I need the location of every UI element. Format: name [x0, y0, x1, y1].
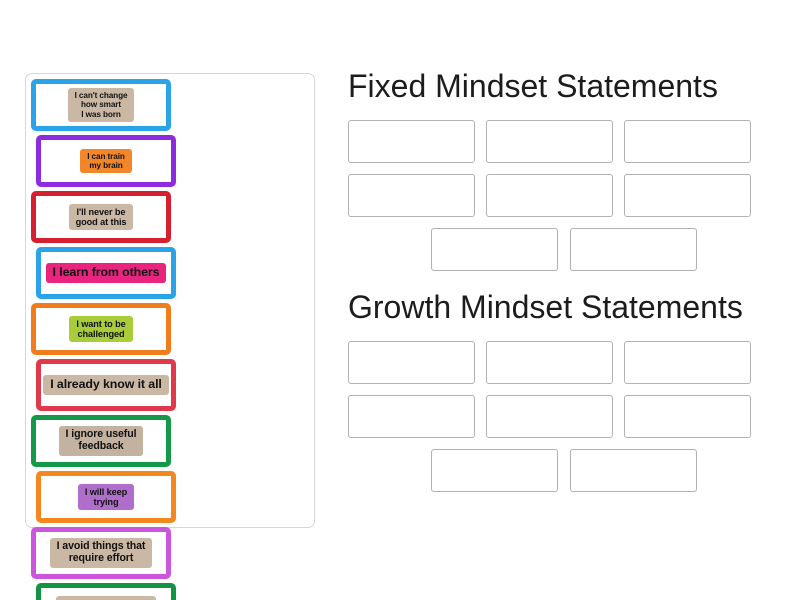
statement-tile[interactable]: I already know it all — [36, 359, 176, 411]
category-title-growth: Growth Mindset Statements — [348, 288, 743, 325]
category-panels: Fixed Mindset Statements Growth Mindset … — [348, 68, 780, 503]
drop-zone[interactable] — [624, 340, 751, 384]
drop-zone-row — [348, 227, 780, 271]
statement-tile-label: Mistakes are bad soI avoid them — [56, 595, 156, 600]
statement-tile[interactable]: Mistakes are bad soI avoid them — [36, 583, 176, 600]
drop-zone-row — [348, 173, 780, 217]
category-title-fixed: Fixed Mindset Statements — [348, 68, 718, 104]
drop-zone-row — [348, 448, 780, 492]
statement-tile-label: I already know it all — [43, 375, 169, 395]
drop-zone[interactable] — [431, 227, 558, 271]
drop-zone[interactable] — [348, 394, 475, 438]
category-fixed-mindset: Fixed Mindset Statements — [348, 68, 780, 271]
drop-zone[interactable] — [486, 119, 613, 163]
drop-zone-row — [348, 119, 780, 163]
statement-tile-label: I learn from others — [45, 263, 167, 283]
drop-zone-row — [348, 394, 780, 438]
category-growth-mindset: Growth Mindset Statements — [348, 289, 780, 492]
drop-zone[interactable] — [570, 448, 697, 492]
drop-zone-group-growth[interactable] — [348, 340, 780, 492]
drop-zone[interactable] — [431, 448, 558, 492]
drop-zone[interactable] — [348, 340, 475, 384]
drop-zone[interactable] — [486, 340, 613, 384]
drop-zone-row — [348, 340, 780, 384]
drop-zone[interactable] — [486, 173, 613, 217]
drop-zone[interactable] — [348, 119, 475, 163]
drop-zone[interactable] — [570, 227, 697, 271]
drop-zone[interactable] — [624, 394, 751, 438]
drop-zone[interactable] — [486, 394, 613, 438]
drop-zone-group-fixed[interactable] — [348, 119, 780, 271]
drop-zone[interactable] — [624, 173, 751, 217]
drop-zone[interactable] — [624, 119, 751, 163]
drop-zone[interactable] — [348, 173, 475, 217]
statement-tile[interactable]: I learn from others — [36, 247, 176, 299]
